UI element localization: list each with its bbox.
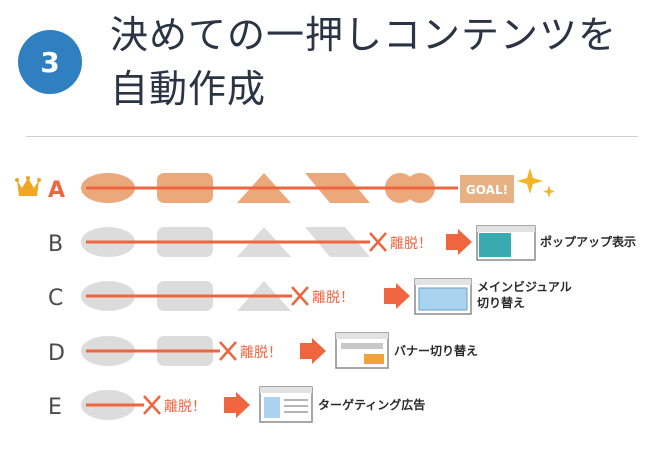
result-label: ポップアップ表示 xyxy=(540,234,636,249)
row-label-e: E xyxy=(48,395,62,420)
title-line-2: 自動作成 xyxy=(110,67,267,111)
exit-label: 離脱！ xyxy=(390,235,432,252)
goal-label: GOAL! xyxy=(466,183,508,197)
result-label-line-2: 切り替え xyxy=(477,295,525,310)
row-label-b: B xyxy=(48,232,63,257)
goal-box xyxy=(460,175,514,203)
exit-label: 離脱！ xyxy=(240,344,282,361)
targeting-ad-window-icon xyxy=(259,386,313,423)
exit-x-icon xyxy=(291,286,309,306)
header: 3 決めての一押しコンテンツを 自動作成 xyxy=(0,0,667,140)
popup-window-icon xyxy=(476,225,536,261)
banner-window-icon xyxy=(335,332,389,369)
sparkle-icon xyxy=(517,168,555,198)
arrow-right-icon xyxy=(384,283,410,309)
arrow-right-icon xyxy=(224,392,250,418)
row-label-a: A xyxy=(48,178,65,203)
row-c: C 離脱！ メインビジュアル 切り替え xyxy=(48,278,572,315)
header-divider xyxy=(26,136,638,137)
exit-x-icon xyxy=(143,395,161,415)
main-visual-window-icon xyxy=(414,278,472,315)
result-label: バナー切り替え xyxy=(394,343,478,358)
exit-label: 離脱！ xyxy=(164,398,206,415)
step-number-badge: 3 xyxy=(18,30,82,94)
row-label-c: C xyxy=(48,286,63,311)
exit-x-icon xyxy=(369,232,387,252)
row-e: E 離脱！ ターゲティング広告 xyxy=(48,386,425,423)
result-label: ターゲティング広告 xyxy=(318,397,425,412)
row-b: B 離脱！ ポップアップ表示 xyxy=(48,225,636,261)
row-d: D 離脱！ バナー切り替え xyxy=(48,332,478,369)
row-label-d: D xyxy=(48,341,65,366)
arrow-right-icon xyxy=(300,338,326,364)
row-a: A GOAL! xyxy=(15,168,555,203)
title-line-1: 決めての一押しコンテンツを xyxy=(110,13,618,57)
page-title: 決めての一押しコンテンツを 自動作成 xyxy=(110,8,650,116)
exit-x-icon xyxy=(219,341,237,361)
exit-label: 離脱！ xyxy=(312,289,354,306)
arrow-right-icon xyxy=(446,229,472,255)
result-label: メインビジュアル xyxy=(477,279,572,294)
crown-icon xyxy=(15,176,41,196)
